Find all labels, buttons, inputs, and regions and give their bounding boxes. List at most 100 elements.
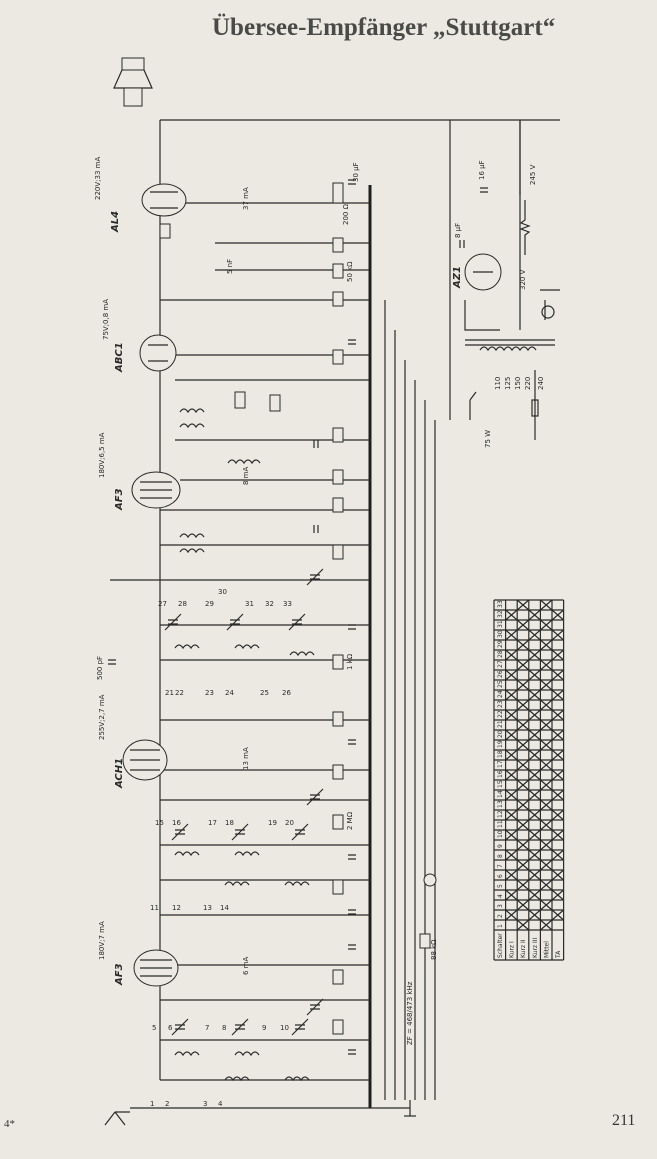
table-cross-mark bbox=[540, 599, 553, 611]
psu-high-label: 320 V bbox=[519, 269, 527, 290]
pilot-lamp bbox=[423, 873, 437, 887]
tube-abc1 bbox=[139, 334, 177, 372]
table-cross-mark bbox=[505, 869, 518, 881]
table-cross-mark bbox=[540, 739, 553, 751]
contact-numbers: 27 28 29 30 31 32 33 21 22 23 24 25 26 1… bbox=[150, 588, 294, 1108]
svg-text:30: 30 bbox=[218, 588, 227, 596]
table-cross-mark bbox=[540, 759, 553, 771]
table-header-cell: 19 bbox=[497, 740, 504, 748]
svg-text:3: 3 bbox=[203, 1100, 207, 1108]
svg-text:11: 11 bbox=[150, 904, 159, 912]
table-cross-mark bbox=[551, 809, 564, 821]
svg-text:17: 17 bbox=[208, 819, 217, 827]
table-cross-mark bbox=[528, 849, 541, 861]
table-header-cell: 15 bbox=[497, 780, 504, 788]
svg-text:5: 5 bbox=[152, 1024, 156, 1032]
table-cross-mark bbox=[540, 819, 553, 831]
table-header-cell: 9 bbox=[497, 844, 504, 848]
table-cross-mark bbox=[540, 859, 553, 871]
table-header-cell: 16 bbox=[497, 770, 504, 778]
table-cross-mark bbox=[505, 629, 518, 641]
current-8-label: 8 mA bbox=[242, 467, 250, 485]
table-row-label: Kurz II bbox=[520, 939, 527, 958]
table-header-cell: 28 bbox=[497, 650, 504, 658]
table-cross-mark bbox=[540, 699, 553, 711]
table-cross-mark bbox=[551, 729, 564, 741]
table-cross-mark bbox=[540, 779, 553, 791]
page-marker: 4* bbox=[4, 1118, 15, 1130]
mains-150: 150 bbox=[514, 377, 522, 390]
switch-wires bbox=[384, 300, 436, 1100]
c-500pf-label: 500 pF bbox=[96, 656, 104, 680]
table-header-cell: 29 bbox=[497, 640, 504, 648]
table-cross-mark bbox=[551, 709, 564, 721]
table-cross-mark bbox=[516, 679, 530, 691]
table-cross-mark bbox=[540, 899, 553, 911]
capacitors bbox=[108, 179, 488, 1055]
resistors bbox=[159, 182, 431, 1035]
table-header-cell: 30 bbox=[497, 630, 504, 638]
c-5nf-label: 5 nF bbox=[226, 259, 234, 274]
tube-label-af3-2: AF3 bbox=[114, 963, 125, 986]
r-50k-label: 50 kΩ bbox=[346, 261, 354, 282]
table-cross-mark bbox=[528, 789, 541, 801]
svg-text:27: 27 bbox=[158, 600, 167, 608]
table-cross-mark bbox=[516, 639, 530, 651]
table-cross-mark bbox=[551, 629, 564, 641]
tube-supply-af3-1: 180V;6,5 mA bbox=[98, 432, 106, 478]
table-header-cell: 3 bbox=[497, 904, 504, 908]
tube-ach1 bbox=[122, 739, 168, 781]
table-cross-mark bbox=[516, 699, 530, 711]
table-cross-mark bbox=[505, 669, 518, 681]
table-cross-mark bbox=[505, 849, 518, 861]
svg-text:9: 9 bbox=[262, 1024, 266, 1032]
svg-text:1: 1 bbox=[150, 1100, 154, 1108]
table-header-cell: 32 bbox=[497, 610, 504, 618]
feed-lines bbox=[110, 202, 370, 1081]
tube-supply-ach1: 255V;2,7 mA bbox=[98, 694, 106, 740]
table-cross-mark bbox=[540, 659, 553, 671]
table-cross-mark bbox=[540, 719, 553, 731]
table-header-cell: 27 bbox=[497, 660, 504, 668]
current-13-label: 13 mA bbox=[242, 747, 250, 770]
table-cross-mark bbox=[505, 689, 518, 701]
page-number: 211 bbox=[612, 1112, 636, 1129]
table-cross-mark bbox=[516, 759, 530, 771]
tube-az1 bbox=[464, 253, 502, 291]
r-88k-label: 88 kΩ bbox=[430, 939, 438, 960]
table-row-label: Kurz III bbox=[532, 937, 539, 958]
table-cross-mark bbox=[505, 789, 518, 801]
tube-label-af3-1: AF3 bbox=[114, 488, 125, 511]
table-cross-mark bbox=[528, 649, 541, 661]
table-cross-mark bbox=[516, 879, 530, 891]
table-cross-mark bbox=[505, 769, 518, 781]
c-16uf-label: 16 μF bbox=[478, 160, 486, 180]
svg-text:10: 10 bbox=[280, 1024, 289, 1032]
r-2m-label: 2 MΩ bbox=[346, 811, 354, 830]
speaker bbox=[113, 57, 153, 107]
table-cross-mark bbox=[505, 749, 518, 761]
table-header-cell: 22 bbox=[497, 710, 504, 718]
svg-text:23: 23 bbox=[205, 689, 214, 697]
r-1k-label: 1 kΩ bbox=[346, 653, 354, 670]
table-cross-mark bbox=[540, 799, 553, 811]
svg-text:7: 7 bbox=[205, 1024, 209, 1032]
svg-text:16: 16 bbox=[172, 819, 181, 827]
table-cross-mark bbox=[540, 879, 553, 891]
table-header-cell: 11 bbox=[497, 820, 504, 828]
tube-label-abc1: ABC1 bbox=[114, 342, 125, 373]
table-cross-mark bbox=[516, 839, 530, 851]
table-header-cell: 14 bbox=[497, 790, 504, 798]
svg-text:14: 14 bbox=[220, 904, 229, 912]
table-header-cell: 13 bbox=[497, 800, 504, 808]
table-cross-mark bbox=[516, 859, 530, 871]
table-cross-mark bbox=[505, 909, 518, 921]
table-cross-mark bbox=[528, 909, 541, 921]
table-header-cell: 26 bbox=[497, 670, 504, 678]
psu-voltage-label: 245 V bbox=[529, 164, 537, 185]
table-row-label: TA bbox=[555, 950, 562, 959]
coils bbox=[174, 346, 537, 1082]
mains-125: 125 bbox=[504, 377, 512, 390]
svg-text:4: 4 bbox=[218, 1100, 223, 1108]
